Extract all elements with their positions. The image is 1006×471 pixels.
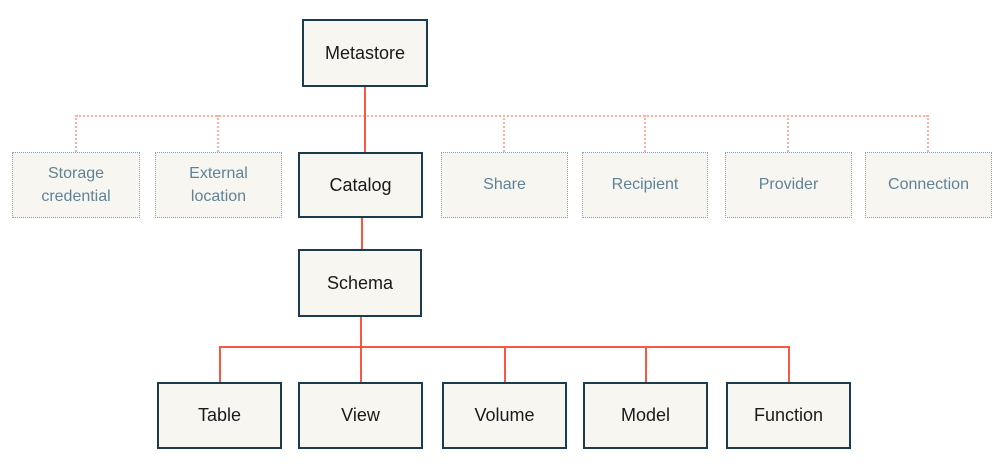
node-catalog-label: Catalog [329, 174, 392, 195]
node-table-label: Table [197, 405, 242, 425]
dotted-connector-external-location [217, 115, 219, 152]
node-recipient: Recipient [582, 152, 708, 218]
node-model-label: Model [620, 405, 671, 425]
connector-drop-volume [504, 346, 506, 382]
node-provider-label: Provider [758, 176, 819, 194]
node-storage-credential-label: Storage credential [41, 164, 111, 205]
node-volume: Volume [442, 382, 567, 449]
node-connection: Connection [865, 152, 992, 218]
node-recipient-label: Recipient [611, 176, 679, 194]
node-schema-label: Schema [326, 272, 394, 293]
dotted-connector-connection [927, 115, 929, 152]
node-view: View [298, 382, 423, 449]
node-function-label: Function [753, 405, 824, 425]
node-metastore-label: Metastore [324, 42, 406, 63]
node-metastore: Metastore [302, 19, 428, 87]
connector-catalog-schema [361, 218, 363, 249]
node-function: Function [726, 382, 851, 449]
dotted-connector-storage-credential [75, 115, 77, 152]
dotted-connector-bus [76, 115, 928, 117]
connector-metastore-catalog [364, 87, 366, 152]
node-model: Model [583, 382, 708, 449]
dotted-connector-share [503, 115, 505, 152]
node-storage-credential: Storage credential [12, 152, 140, 218]
connector-schema-bus [360, 317, 362, 348]
node-view-label: View [341, 405, 380, 425]
node-external-location: External location [155, 152, 282, 218]
node-external-location-label: External location [189, 164, 248, 205]
node-share: Share [441, 152, 568, 218]
node-volume-label: Volume [474, 405, 535, 425]
node-share-label: Share [483, 176, 526, 194]
connector-drop-table [219, 346, 221, 382]
dotted-connector-provider [787, 115, 789, 152]
node-connection-label: Connection [888, 176, 969, 194]
dotted-connector-recipient [644, 115, 646, 152]
connector-drop-function [788, 346, 790, 382]
node-provider: Provider [725, 152, 852, 218]
connector-drop-view [360, 346, 362, 382]
connector-drop-model [645, 346, 647, 382]
node-catalog: Catalog [298, 152, 423, 218]
node-table: Table [157, 382, 282, 449]
node-schema: Schema [298, 249, 422, 317]
